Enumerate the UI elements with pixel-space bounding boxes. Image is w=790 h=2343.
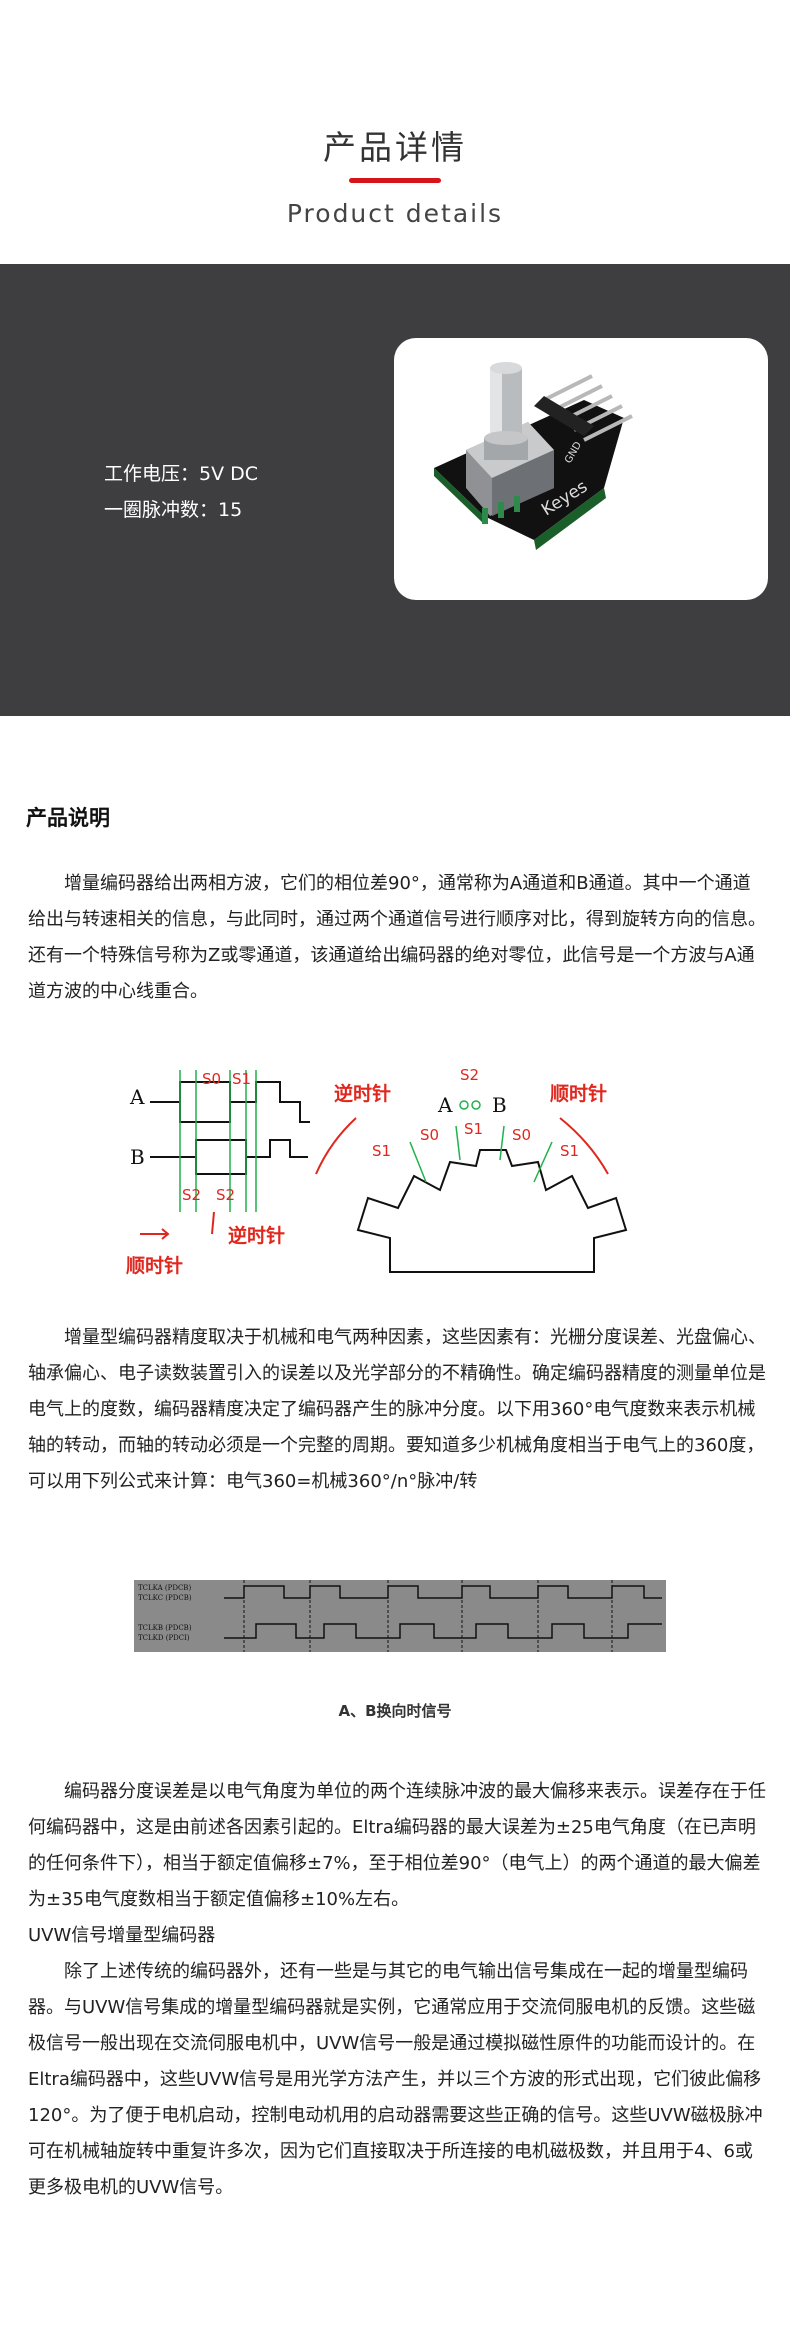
- paragraph-intro: 增量编码器给出两相方波，它们的相位差90°，通常称为A通道和B通道。其中一个通道…: [28, 873, 766, 1002]
- wheel-s1-label-3: S1: [560, 1142, 579, 1160]
- quadrature-diagram: A B S0 S1 S2 S2 逆时针 顺时针 逆时针 顺时针: [126, 1066, 628, 1277]
- s0-label: S0: [202, 1070, 221, 1088]
- wheel-s1-label-2: S1: [464, 1120, 483, 1138]
- uvw-title: UVW信号增量型编码器: [28, 1925, 216, 1946]
- rotary-encoder-image: Keyes GND: [434, 362, 633, 550]
- signal-row-1: TCLKA (PDCB): [138, 1584, 191, 1592]
- wheel-a-label: A: [437, 1093, 453, 1117]
- ccw-label-left: 逆时针: [228, 1224, 285, 1247]
- cw-label-right: 顺时针: [550, 1082, 607, 1105]
- wheel-s0-label-2: S0: [512, 1126, 531, 1144]
- spec-list: 工作电压：5V DC 一圈脉冲数：15: [104, 456, 258, 528]
- direction-signal-diagram: TCLKA (PDCB) TCLKC (PDCB) TCLKB (PDCB) T…: [134, 1580, 666, 1652]
- wheel-s0-label-1: S0: [420, 1126, 439, 1144]
- spec-pulses: 一圈脉冲数：15: [104, 499, 243, 521]
- wheel-b-label: B: [492, 1093, 507, 1117]
- page-title: 产品详情: [323, 128, 467, 167]
- code-wheel: [356, 1149, 628, 1273]
- wheel-s2-label: S2: [460, 1066, 479, 1084]
- spec-voltage: 工作电压：5V DC: [104, 463, 259, 485]
- title-underline: [349, 178, 441, 183]
- cw-label-left: 顺时针: [126, 1254, 183, 1277]
- channel-b-label: B: [130, 1145, 145, 1169]
- spec-band: 工作电压：5V DC 一圈脉冲数：15 Keyes GND: [0, 264, 790, 716]
- ccw-label-right: 逆时针: [334, 1082, 391, 1105]
- paragraph-accuracy: 增量型编码器精度取决于机械和电气两种因素，这些因素有：光栅分度误差、光盘偏心、轴…: [28, 1327, 766, 1492]
- paragraph-error: 编码器分度误差是以电气角度为单位的两个连续脉冲波的最大偏移来表示。误差存在于任何…: [28, 1781, 766, 1910]
- s2-label-2: S2: [216, 1186, 235, 1204]
- wheel-s1-label-1: S1: [372, 1142, 391, 1160]
- signal-row-4: TCLKD (PDCI): [138, 1634, 190, 1642]
- product-image-card: Keyes GND: [394, 338, 768, 600]
- header-section: 产品详情 Product details: [0, 0, 790, 264]
- paragraph-uvw: 除了上述传统的编码器外，还有一些是与其它的电气输出信号集成在一起的增量型编码器。…: [28, 1961, 763, 2198]
- s2-label-1: S2: [182, 1186, 201, 1204]
- page-subtitle: Product details: [286, 199, 504, 228]
- s1-label: S1: [232, 1070, 251, 1088]
- signal-row-2: TCLKC (PDCB): [138, 1594, 192, 1602]
- signal-row-3: TCLKB (PDCB): [138, 1624, 192, 1632]
- figure-caption: A、B换向时信号: [338, 1702, 452, 1720]
- section-title: 产品说明: [26, 806, 110, 830]
- channel-a-label: A: [129, 1085, 145, 1109]
